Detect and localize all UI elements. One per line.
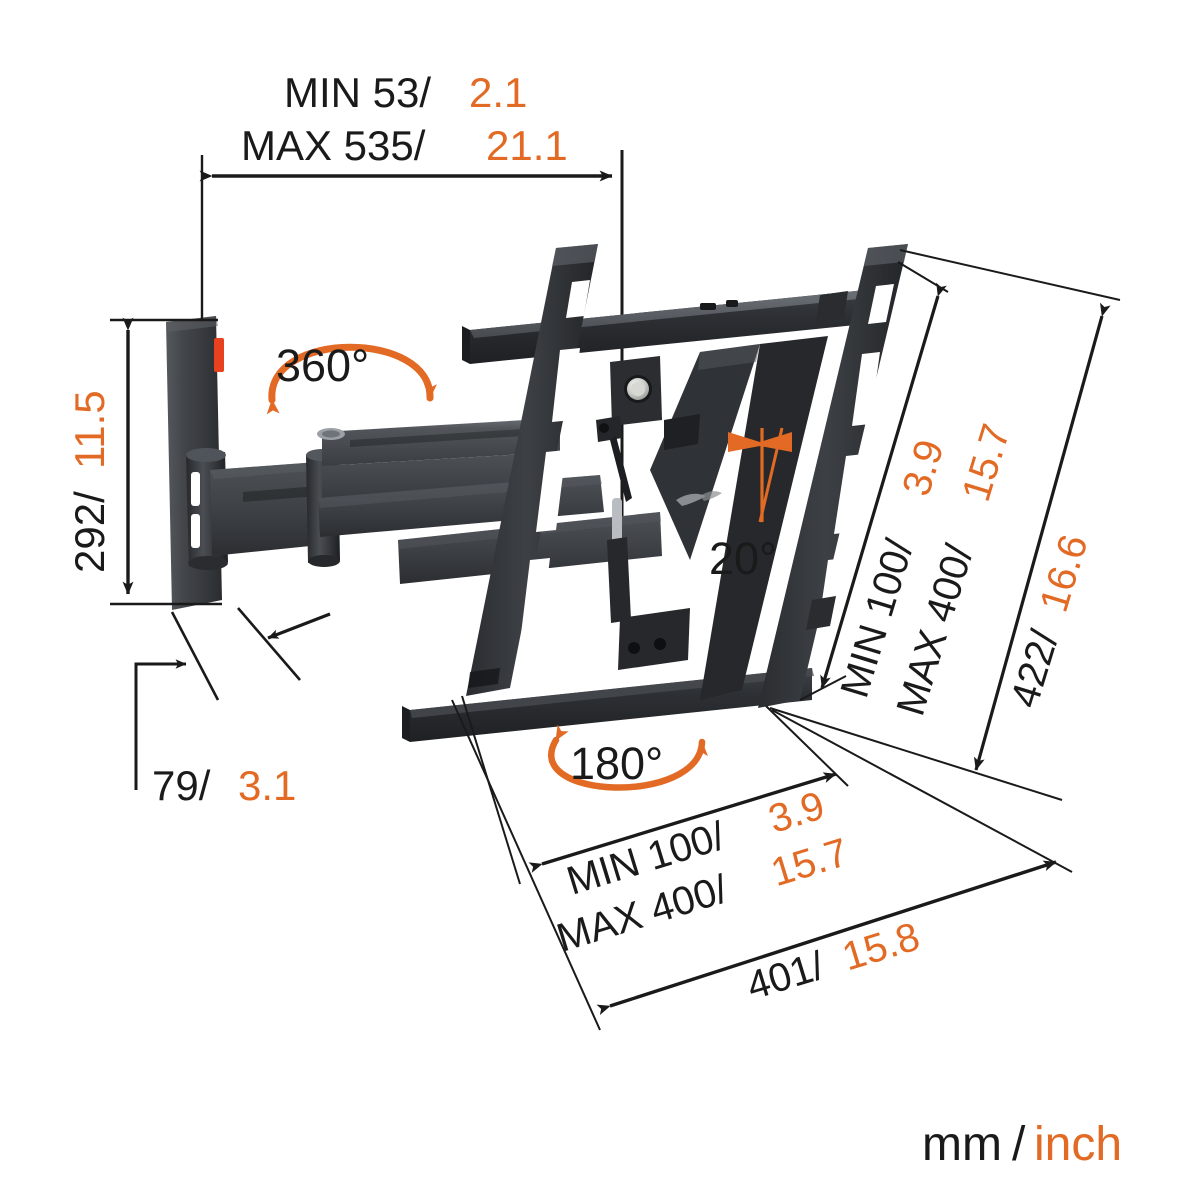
dimension-vesa-horizontal: [461, 695, 849, 885]
swivel-label: 360°: [276, 340, 369, 391]
turn-label: 180°: [570, 738, 663, 789]
height-left-value: 11.5: [66, 390, 113, 469]
depth-top-line2-value: 21.1: [486, 122, 568, 169]
arm-segment-1: [210, 462, 322, 556]
bracket-height-value: 16.6: [1032, 530, 1097, 617]
dimension-bracket-height: [769, 249, 1121, 801]
dimension-depth-min: [134, 607, 331, 790]
depth-top-line2-label: MAX 535/: [241, 122, 426, 169]
tilt-label: 20°: [709, 533, 777, 584]
swivel-rotation-symbol: [266, 343, 437, 415]
vogels-logo: [676, 493, 706, 506]
dimension-bracket-width: [451, 699, 1073, 1031]
rotation-ellipse-double-arrow-icon: [548, 724, 709, 791]
rotation-arc-double-arrow-icon: [266, 343, 437, 415]
depth-top-line1-label: MIN 53/: [284, 69, 431, 116]
bracket-width-label: 401/: [742, 944, 830, 1009]
depth-min-value: 3.1: [238, 762, 296, 809]
unit-legend-inch: inch: [1034, 1118, 1122, 1171]
height-left-label: 292/: [66, 491, 113, 573]
tilt-mechanism: [596, 336, 828, 700]
dimension-vesa-vertical: [799, 261, 949, 701]
turn-rotation-symbol: [548, 724, 709, 791]
depth-top-line1-value: 2.1: [469, 69, 527, 116]
vesa-vertical-line2-value: 15.7: [954, 419, 1019, 506]
red-safety-tab: [214, 338, 224, 372]
bracket-post-left: [466, 244, 598, 696]
dimension-depth-top: [199, 150, 624, 320]
dimension-height-left: [110, 317, 222, 606]
bracket-width-value: 15.8: [837, 915, 924, 980]
unit-legend-separator: /: [1012, 1118, 1026, 1171]
unit-legend-mm: mm: [922, 1118, 1002, 1171]
vesa-vertical-line1-value: 3.9: [894, 435, 952, 501]
tilt-wedge-icon: [728, 427, 792, 523]
depth-min-label: 79/: [152, 762, 211, 809]
